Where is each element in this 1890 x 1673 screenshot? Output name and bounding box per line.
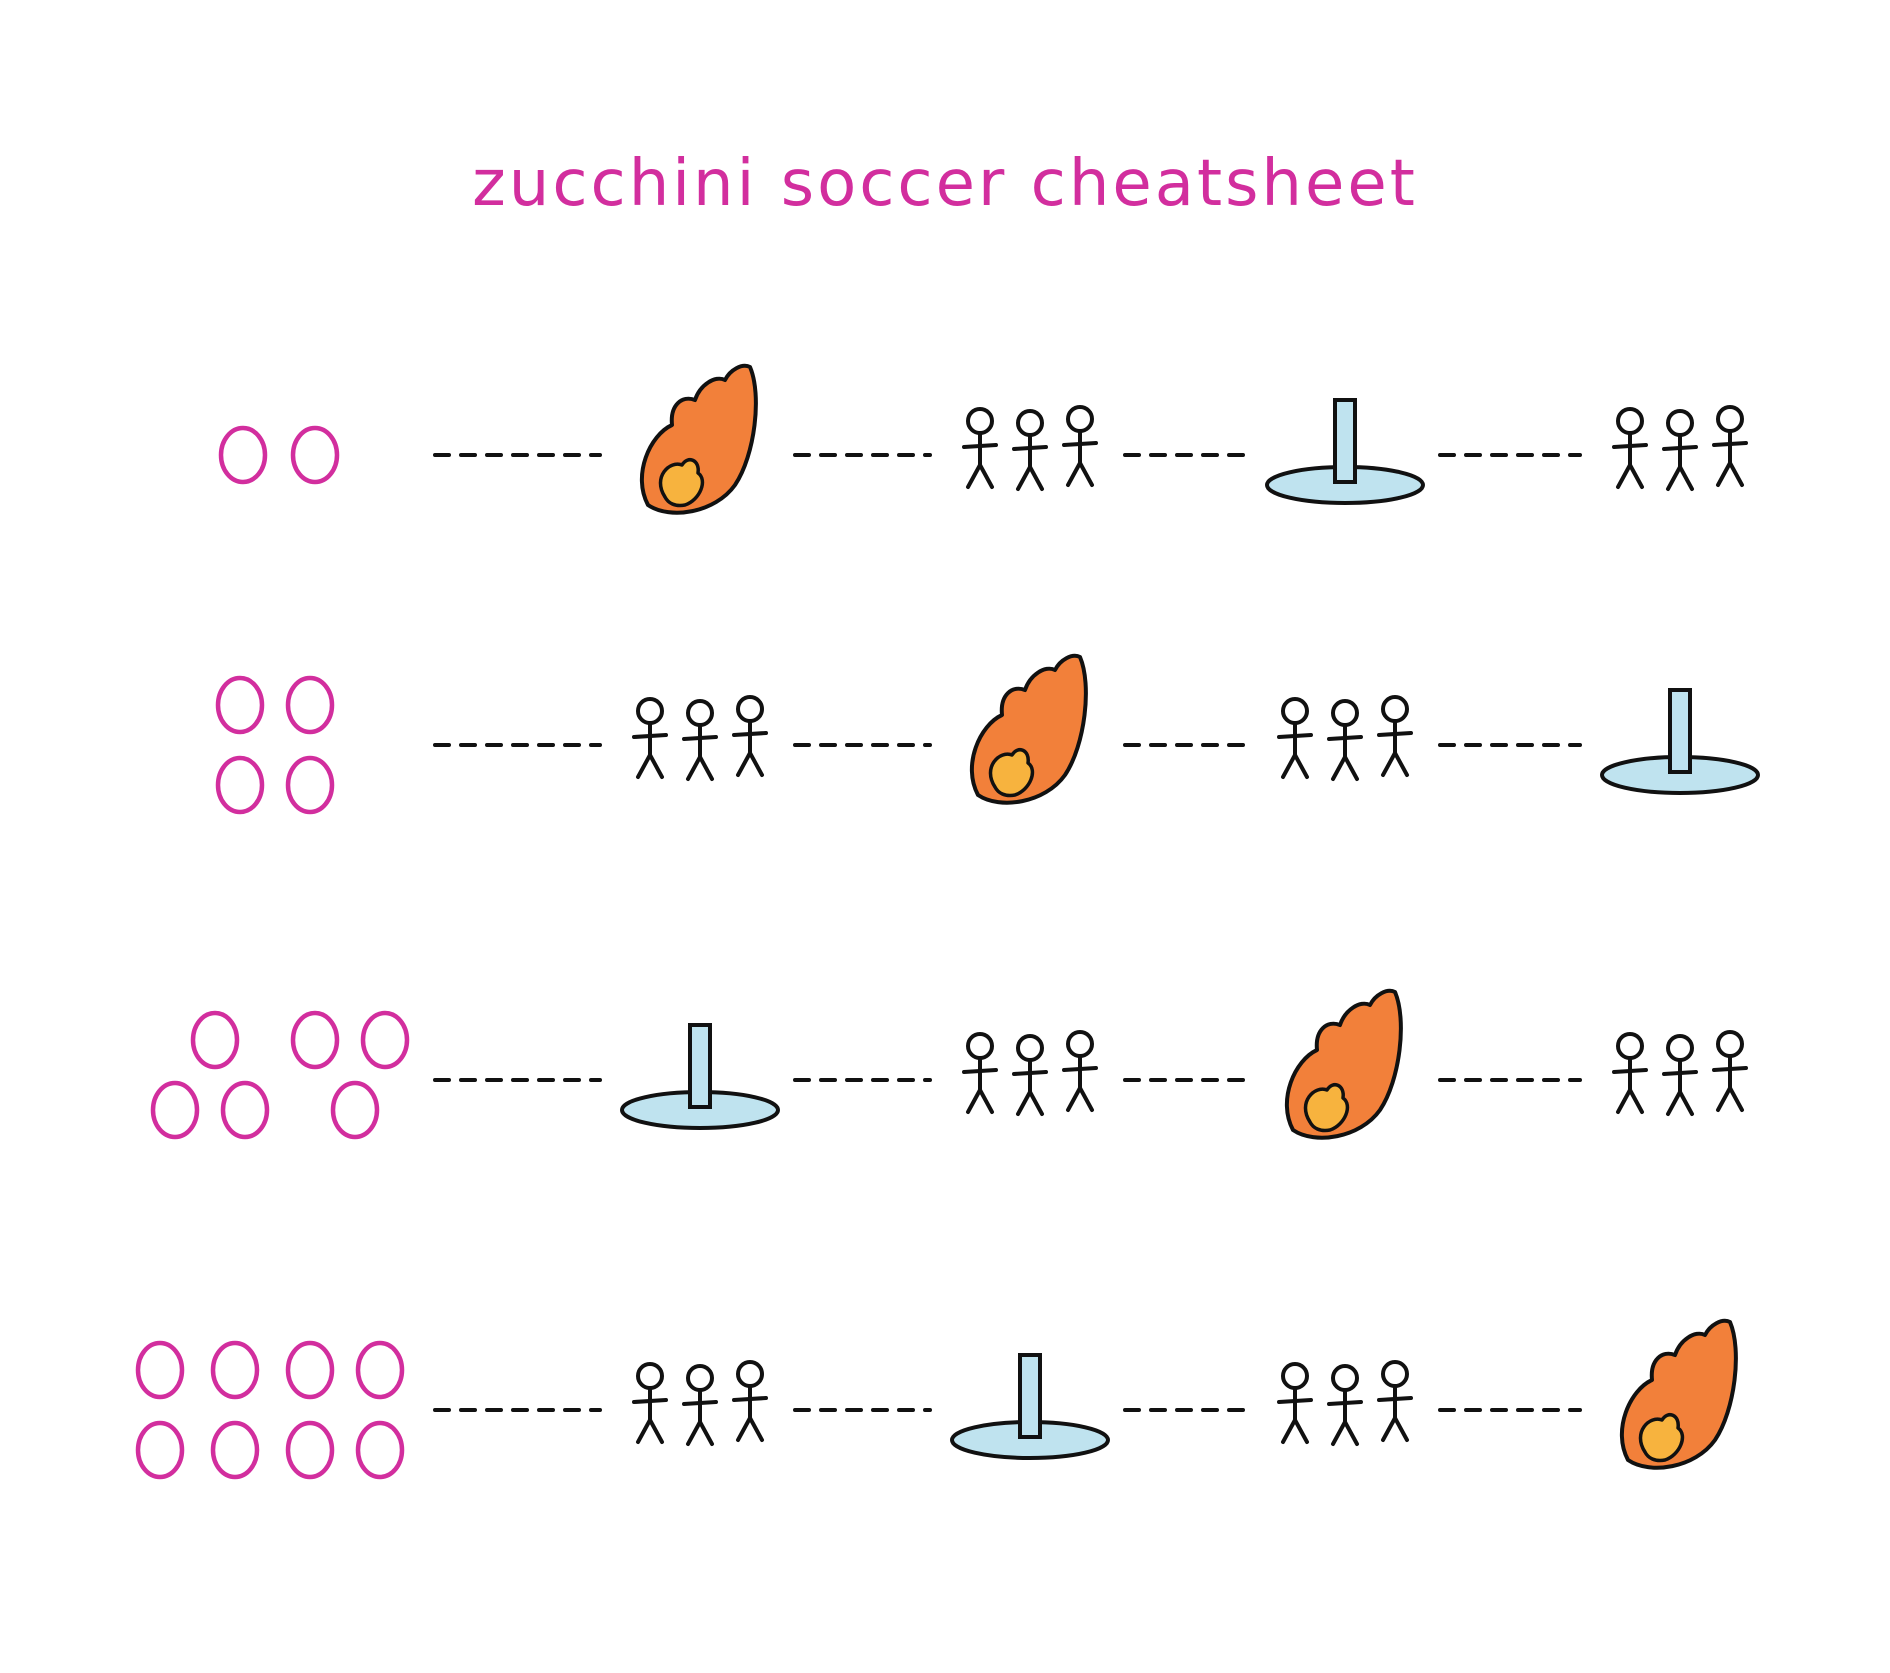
ball-icon [293, 1013, 337, 1067]
players-icon [1279, 697, 1411, 779]
ball-icon [363, 1013, 407, 1067]
ball-group [218, 678, 332, 812]
fire-icon [1284, 988, 1403, 1140]
ball-icon [333, 1083, 377, 1137]
players-icon [634, 1362, 766, 1444]
ball-icon [221, 428, 265, 482]
ball-icon [218, 678, 262, 732]
diagram-row [221, 363, 1746, 515]
ball-icon [138, 1343, 182, 1397]
ball-icon [288, 678, 332, 732]
ball-icon [358, 1343, 402, 1397]
fountain-icon [1600, 688, 1760, 795]
ball-icon [213, 1423, 257, 1477]
ball-icon [293, 428, 337, 482]
fountain-icon [620, 1023, 780, 1130]
ball-icon [213, 1343, 257, 1397]
players-icon [964, 407, 1096, 489]
ball-icon [288, 1343, 332, 1397]
ball-group [138, 1343, 402, 1477]
players-icon [964, 1032, 1096, 1114]
players-icon [1614, 1032, 1746, 1114]
ball-icon [153, 1083, 197, 1137]
ball-group [221, 428, 337, 482]
players-icon [1279, 1362, 1411, 1444]
ball-icon [288, 758, 332, 812]
ball-icon [358, 1423, 402, 1477]
ball-icon [288, 1423, 332, 1477]
diagram-row [138, 1318, 1738, 1477]
ball-icon [193, 1013, 237, 1067]
fountain-icon [950, 1353, 1110, 1460]
fire-icon [1619, 1318, 1738, 1470]
rows-layer [138, 363, 1760, 1477]
fire-icon [639, 363, 758, 515]
diagram-row [218, 653, 1760, 812]
diagram-row [153, 988, 1746, 1140]
page-title: zucchini soccer cheatsheet [472, 147, 1418, 221]
fire-icon [969, 653, 1088, 805]
fountain-icon [1265, 398, 1425, 505]
ball-icon [218, 758, 262, 812]
players-icon [1614, 407, 1746, 489]
ball-icon [138, 1423, 182, 1477]
players-icon [634, 697, 766, 779]
ball-group [153, 1013, 407, 1137]
ball-icon [223, 1083, 267, 1137]
